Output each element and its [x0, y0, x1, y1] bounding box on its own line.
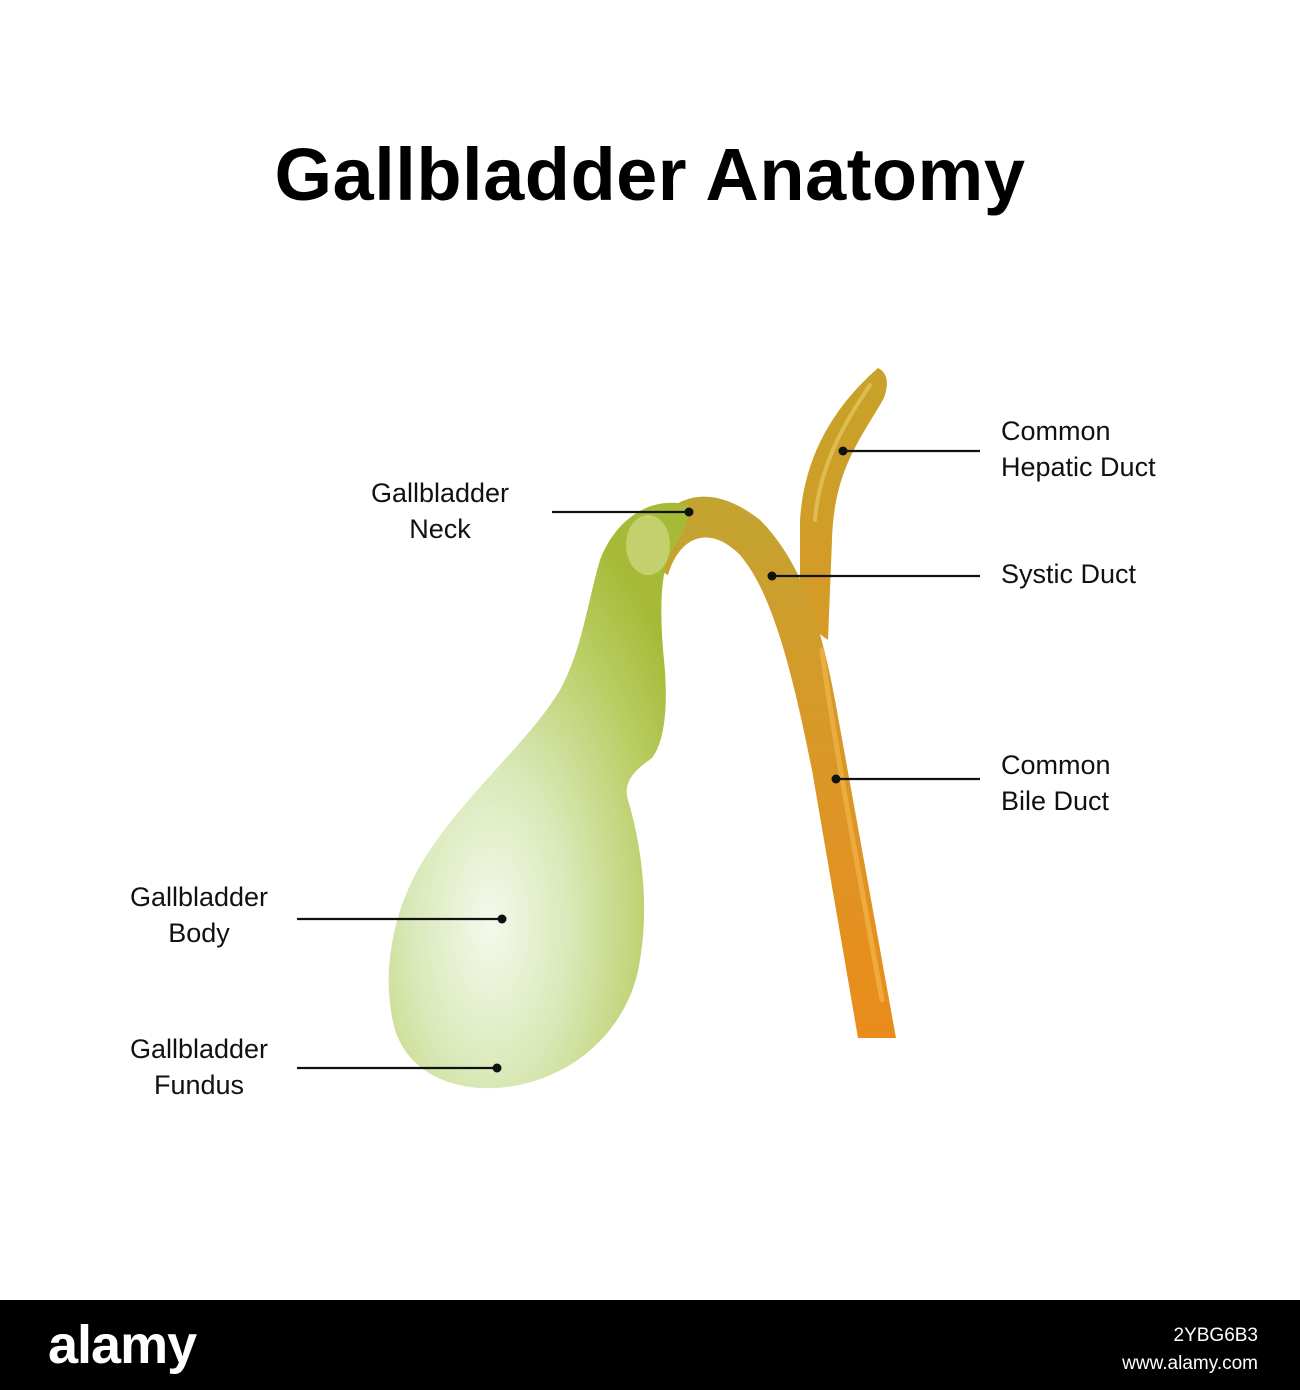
footer-info: 2YBG6B3 www.alamy.com: [1122, 1322, 1258, 1378]
gallbladder-diagram: [297, 368, 980, 1089]
common-hepatic-duct-shape: [800, 368, 887, 640]
dot-gallbladder-body: [497, 914, 507, 924]
dot-common-bile-duct: [831, 774, 841, 784]
dot-gallbladder-fundus: [492, 1063, 502, 1073]
footer-image-id: 2YBG6B3: [1173, 1325, 1259, 1346]
label-systic-duct: Systic Duct: [1001, 559, 1137, 589]
gallbladder-neck-highlight: [626, 515, 670, 575]
hepatic-duct-highlight: [813, 383, 872, 522]
page-title: Gallbladder Anatomy: [274, 132, 1026, 216]
footer-site: www.alamy.com: [1122, 1353, 1258, 1374]
label-gallbladder-neck: Gallbladder Neck: [370, 478, 510, 544]
dot-gallbladder-neck: [684, 507, 694, 517]
dot-systic-duct: [767, 571, 777, 581]
bile-duct-highlight: [819, 647, 885, 1003]
footer-bar: alamy 2YBG6B3 www.alamy.com: [0, 1300, 1300, 1390]
label-gallbladder-body: Gallbladder Body: [129, 882, 269, 948]
gallbladder-shape: [388, 502, 689, 1089]
label-gallbladder-fundus: Gallbladder Fundus: [129, 1034, 269, 1100]
footer-logo: alamy: [48, 1315, 197, 1375]
dot-common-hepatic-duct: [838, 446, 848, 456]
label-common-bile-duct: Common Bile Duct: [1001, 750, 1111, 816]
label-common-hepatic-duct: Common Hepatic Duct: [1001, 416, 1156, 482]
